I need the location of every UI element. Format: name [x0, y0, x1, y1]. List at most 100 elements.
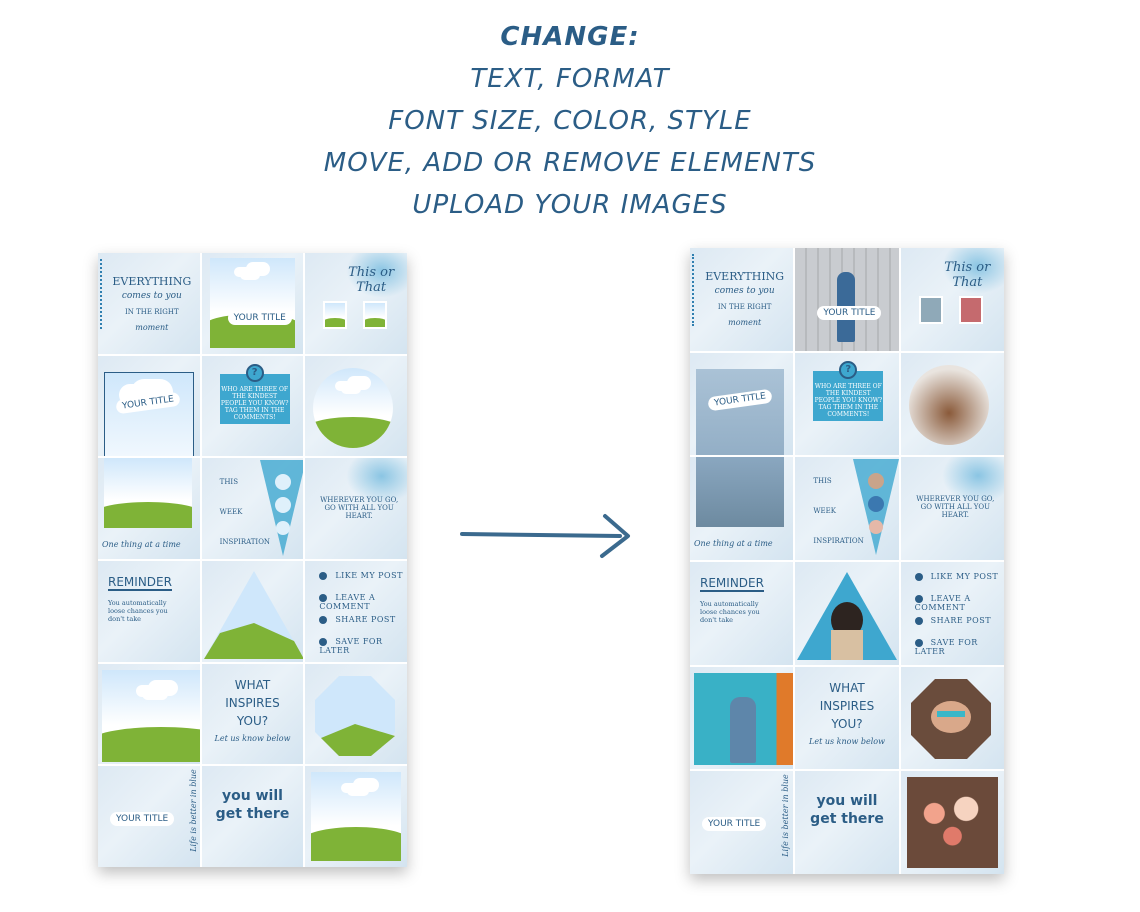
question-mark-icon: ?: [245, 363, 264, 382]
reminder-heading: REMINDER: [700, 575, 764, 592]
you-will-line1: you will: [816, 793, 878, 810]
fashion-photo-bottom: [696, 457, 784, 528]
choice-a-photo: [918, 296, 943, 324]
this-label: THIS: [813, 477, 832, 486]
arrow-right-icon: [460, 514, 630, 558]
everything-line2: comes to you: [121, 291, 182, 301]
week-label: WEEK: [219, 508, 243, 517]
everything-line1: EVERYTHING: [112, 275, 192, 288]
headline-change: CHANGE:: [500, 22, 640, 52]
tile-what-inspires: WHAT INSPIRES YOU? Let us know below: [201, 663, 304, 765]
tile-landscape-wide: [98, 663, 200, 765]
heart-icon: [914, 572, 923, 581]
let-us-know-script: Let us know below: [809, 736, 885, 746]
tile-you-will: you will get there: [795, 771, 899, 874]
headline-upload: UPLOAD YOUR IMAGES: [412, 190, 728, 220]
tile-engagement: LIKE MY POST LEAVE A COMMENT SHARE POST …: [900, 561, 1004, 665]
headline-elements: MOVE, ADD OR REMOVE ELEMENTS: [323, 148, 817, 178]
what-line3: YOU?: [831, 716, 863, 731]
share-icon: [319, 615, 328, 624]
template-grid-after: EVERYTHING comes to you IN THE RIGHT mom…: [690, 248, 1004, 874]
vine-decoration: [100, 259, 116, 330]
everything-line1: EVERYTHING: [705, 270, 785, 283]
tile-what-inspires: WHAT INSPIRES YOU? Let us know below: [795, 666, 899, 770]
wherever-quote: WHEREVER YOU GO, GO WITH ALL YOU HEART.: [916, 495, 995, 520]
triangle-photo-frame: [853, 459, 899, 556]
comment-icon: [319, 593, 328, 602]
template-grid-before: EVERYTHING comes to you IN THE RIGHT mom…: [98, 253, 407, 867]
flowers-photo: [906, 777, 998, 868]
what-line3: YOU?: [236, 713, 269, 728]
wherever-quote: WHEREVER YOU GO, GO WITH ALL YOU HEART.: [320, 496, 399, 521]
headline-font: FONT SIZE, COLOR, STYLE: [388, 106, 752, 136]
tile-title-frame: YOUR TITLE: [690, 352, 794, 456]
tile-everything: EVERYTHING comes to you IN THE RIGHT mom…: [690, 248, 794, 351]
tile-one-thing: One thing at a time: [98, 458, 200, 559]
week-label: WEEK: [813, 507, 836, 516]
triangle-photo-frame: [259, 460, 304, 557]
life-blue-script: Life is better in blue: [188, 769, 198, 853]
share-icon: [914, 616, 923, 625]
one-thing-script: One thing at a time: [694, 539, 773, 549]
choice-b-placeholder: [363, 301, 388, 329]
reminder-body: You automatically loose chances you don'…: [700, 599, 760, 624]
you-will-line1: you will: [222, 788, 283, 805]
portrait-placeholder-bottom: [104, 458, 192, 529]
tile-one-thing: One thing at a time: [690, 457, 794, 560]
tile-this-week: THIS WEEK INSPIRATION: [201, 458, 304, 559]
tile-question: WHO ARE THREE OF THE KINDEST PEOPLE YOU …: [201, 355, 304, 457]
tile-this-week: THIS WEEK INSPIRATION: [795, 457, 899, 560]
tile-this-or-that: This or That: [900, 248, 1004, 351]
tile-octagon-image: [305, 663, 407, 765]
tile-engagement: LIKE MY POST LEAVE A COMMENT SHARE POST …: [305, 560, 407, 662]
hair-photo: [908, 364, 989, 445]
title-pill: YOUR TITLE: [702, 817, 767, 832]
fashion-photo: [696, 368, 784, 456]
tile-photo-woman-wall[interactable]: YOUR TITLE: [795, 248, 899, 351]
bookmark-icon: [319, 637, 328, 646]
what-line1: WHAT: [829, 680, 865, 695]
tile-triangle-image: [201, 560, 304, 662]
landscape-placeholder: [209, 258, 296, 348]
tile-circle-image: [900, 352, 1004, 456]
this-label: THIS: [219, 478, 238, 487]
what-line1: WHAT: [234, 677, 271, 692]
tile-landscape-wide: [690, 666, 794, 770]
share-row: SHARE POST: [914, 616, 991, 625]
tile-reminder: REMINDER You automatically loose chances…: [690, 561, 794, 665]
tile-reminder: REMINDER You automatically loose chances…: [98, 560, 200, 662]
tile-flowers: [900, 771, 1004, 874]
headline-text-format: TEXT, FORMAT: [470, 64, 670, 94]
this-or-that-title: This or That: [944, 260, 991, 290]
inspiration-label: INSPIRATION: [813, 537, 864, 546]
comment-row: LEAVE A COMMENT: [319, 592, 376, 611]
tile-everything: EVERYTHING comes to you IN THE RIGHT mom…: [98, 253, 200, 354]
choice-b-photo: [958, 296, 983, 324]
what-line2: INSPIRES: [225, 695, 280, 710]
reminder-body: You automatically loose chances you don'…: [108, 598, 168, 623]
triangle-placeholder: [203, 570, 304, 659]
one-thing-script: One thing at a time: [102, 540, 181, 550]
reminder-heading: REMINDER: [108, 574, 172, 591]
comment-icon: [914, 594, 923, 603]
choice-a-placeholder: [323, 301, 348, 329]
wide-placeholder: [102, 669, 200, 762]
title-pill: YOUR TITLE: [110, 812, 175, 827]
life-blue-script: Life is better in blue: [780, 774, 790, 858]
square-placeholder: [311, 772, 401, 861]
portrait-placeholder: [104, 371, 194, 457]
you-will-line2: get there: [215, 806, 290, 823]
tile-image-placeholder[interactable]: YOUR TITLE: [201, 253, 304, 354]
tile-title-frame: YOUR TITLE: [98, 355, 200, 457]
you-will-line2: get there: [810, 811, 884, 828]
person-figure: [730, 696, 756, 763]
tile-circle-image: [305, 355, 407, 457]
what-line2: INSPIRES: [819, 698, 875, 713]
title-pill: YOUR TITLE: [817, 306, 882, 320]
tile-octagon-image: [900, 666, 1004, 770]
everything-line4: moment: [728, 318, 762, 327]
tile-wherever: WHEREVER YOU GO, GO WITH ALL YOU HEART.: [900, 457, 1004, 560]
everything-line3: IN THE RIGHT: [717, 303, 772, 311]
tile-life-blue: YOUR TITLE Life is better in blue: [98, 766, 200, 867]
comment-row: LEAVE A COMMENT: [914, 593, 971, 612]
